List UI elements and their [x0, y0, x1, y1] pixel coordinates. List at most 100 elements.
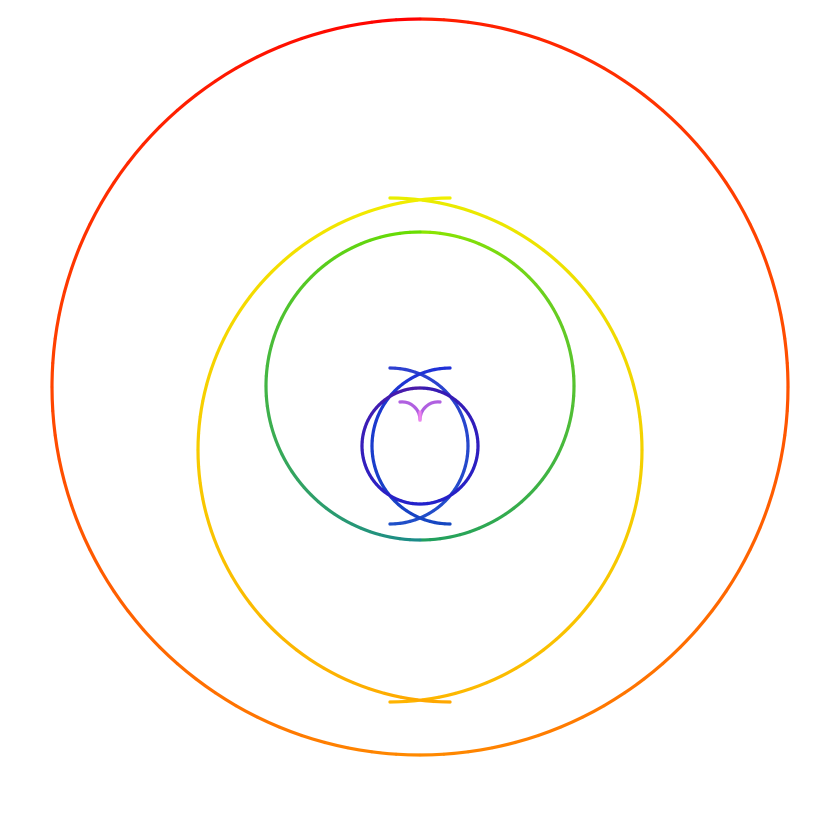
curve-segment: [766, 267, 778, 294]
curve-segment: [209, 351, 219, 371]
curve-segment: [737, 548, 752, 573]
curve-segment: [282, 248, 299, 263]
curve-segment: [758, 503, 771, 530]
curve-segment: [737, 201, 752, 226]
curve-segment: [215, 544, 226, 564]
curve-segment: [559, 715, 585, 729]
curve-segment: [78, 222, 92, 248]
curve-segment: [394, 752, 422, 757]
curve-segment: [175, 662, 198, 681]
curve-segment: [597, 574, 610, 592]
curve-segment: [323, 24, 350, 34]
curve-segment: [367, 687, 387, 696]
curve-segment: [602, 691, 627, 708]
curve-segment: [431, 699, 452, 704]
curve-segment: [258, 270, 274, 286]
curve-segment: [453, 204, 473, 213]
curve-segment: [484, 215, 504, 226]
curve-segment: [541, 637, 558, 652]
curve-segment: [695, 142, 714, 165]
curve-segment: [383, 691, 403, 699]
curve-segment: [277, 725, 304, 738]
curve-segment: [308, 230, 326, 243]
curve-segment: [51, 337, 57, 365]
curve-segment: [126, 142, 145, 165]
curve-segment: [758, 244, 771, 271]
curve-segment: [678, 628, 699, 649]
curve-segment: [469, 681, 489, 691]
curve-segment: [258, 614, 274, 630]
curve-segment: [783, 409, 789, 437]
curve-segment: [222, 322, 234, 341]
curve-segment: [437, 201, 457, 209]
curve-segment: [606, 322, 618, 341]
curve-segment: [88, 548, 103, 573]
curve-segment: [710, 589, 728, 613]
curve-segment: [209, 529, 219, 549]
curve-segment: [175, 93, 198, 112]
curve-segment: [388, 699, 409, 704]
curve-segment: [238, 294, 252, 312]
curve-segment: [370, 18, 398, 24]
curve-segment: [367, 204, 387, 213]
curve-segment: [638, 464, 644, 485]
curve-segment: [627, 367, 636, 387]
curve-segment: [638, 415, 644, 436]
curve-segment: [204, 367, 213, 387]
curve-segment: [566, 270, 582, 286]
curve-segment: [635, 481, 642, 501]
curve-segment: [141, 628, 162, 649]
curve-segment: [322, 222, 341, 234]
curve-segment: [554, 258, 570, 274]
curve-segment: [201, 497, 209, 517]
curve-segment: [222, 559, 234, 578]
curve-segment: [748, 222, 762, 248]
curve-segment: [234, 55, 259, 70]
curve-segment: [270, 258, 286, 274]
curve-segment: [213, 691, 238, 708]
curve-segment: [141, 125, 162, 146]
curve-segment: [577, 601, 592, 618]
curve-segment: [724, 180, 741, 205]
curve-segment: [62, 267, 74, 294]
curve-segment: [678, 125, 699, 146]
curve-segment: [635, 399, 642, 419]
curve-segment: [270, 626, 286, 642]
curve-segment: [466, 20, 494, 28]
curve-segment: [621, 529, 631, 549]
curve-segment: [642, 662, 665, 681]
curve-segment: [499, 222, 518, 234]
curve-segment: [779, 433, 787, 461]
curve-segment: [418, 752, 446, 757]
curve-segment: [57, 290, 67, 317]
curve-segment: [442, 750, 470, 756]
curve-segment: [631, 383, 639, 403]
curve-segment: [577, 282, 592, 299]
curve-segment: [597, 308, 610, 326]
curve-segment: [198, 481, 205, 501]
curve-segment: [581, 55, 606, 70]
curve-segment: [639, 448, 644, 469]
curve-segment: [300, 733, 327, 745]
curve-segment: [606, 559, 618, 578]
curve-segment: [710, 161, 728, 185]
curve-segment: [53, 313, 61, 341]
curve-segment: [559, 45, 585, 59]
curve-segment: [194, 677, 218, 695]
curve-segment: [453, 687, 473, 696]
curve-segment: [642, 93, 665, 112]
curve-segment: [204, 513, 213, 533]
curve-segment: [622, 79, 646, 97]
curve-segment: [415, 698, 436, 704]
curve-segment: [631, 497, 639, 517]
curve-segment: [69, 503, 82, 530]
curve-segment: [399, 695, 419, 702]
curve-segment: [346, 20, 374, 28]
curve-segment: [484, 674, 504, 685]
curve-segment: [238, 588, 252, 606]
curve-segment: [621, 351, 631, 371]
curve-segment: [158, 108, 179, 129]
curve-segment: [196, 464, 202, 485]
curve-segment: [50, 385, 55, 413]
